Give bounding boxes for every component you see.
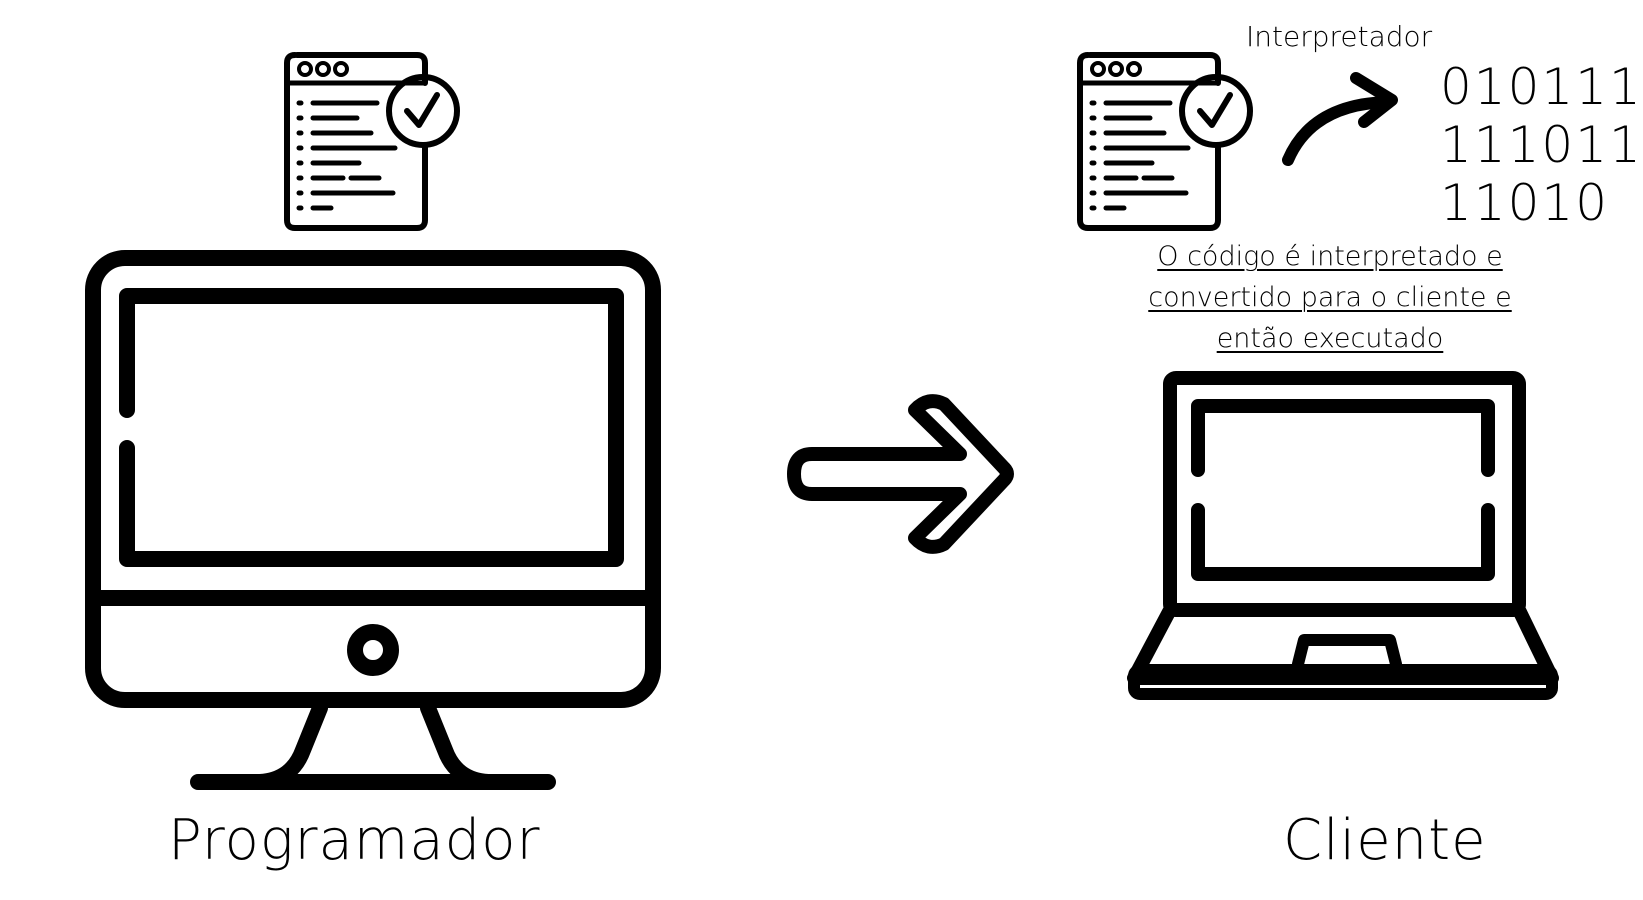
interpretation-caption: O código é interpretado e convertido par…	[1148, 241, 1512, 354]
programmer-label: Programador	[168, 808, 541, 873]
laptop-icon	[1127, 371, 1559, 700]
right-arrow-icon	[787, 394, 1014, 554]
binary-row: 010111	[1440, 58, 1643, 116]
binary-row: 111011	[1440, 116, 1643, 174]
binary-code: 010111 111011 11010	[1440, 58, 1643, 232]
code-document-icon	[1077, 52, 1253, 231]
diagram-artwork	[85, 52, 1559, 790]
client-label: Cliente	[1283, 808, 1487, 873]
binary-row: 11010	[1440, 174, 1610, 232]
code-document-icon	[284, 52, 460, 231]
desktop-monitor-icon	[85, 250, 661, 790]
curved-arrow-icon	[1282, 72, 1398, 166]
interpreter-label: Interpretador	[1246, 20, 1433, 53]
